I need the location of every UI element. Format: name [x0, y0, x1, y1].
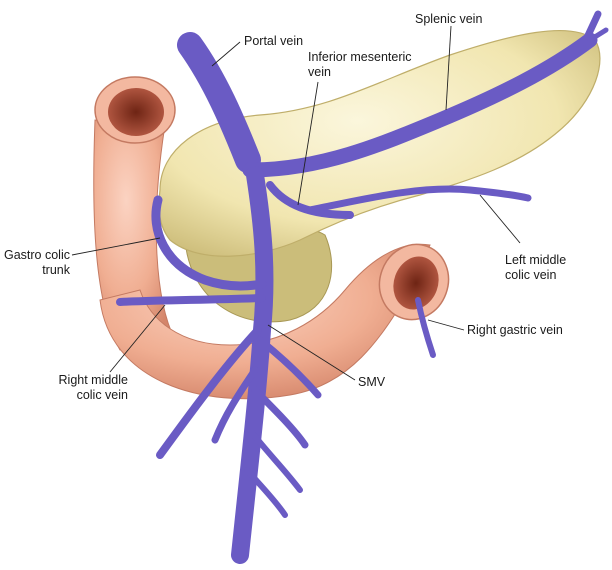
right-gastric-vessel [415, 297, 436, 358]
leader-right-middle-colic [109, 304, 166, 373]
leader-smv [267, 324, 356, 381]
smv-branch-right-4 [244, 467, 288, 518]
splenic-vein-vessel [242, 32, 598, 178]
label-smv: SMV [358, 375, 386, 389]
vein-network [116, 10, 609, 564]
left-middle-colic-vessel [306, 185, 532, 214]
smv-vessel [231, 166, 274, 564]
label-right-gastric-vein: Right gastric vein [467, 323, 563, 337]
duodenum-right-lumen [393, 256, 439, 310]
leader-lines [71, 25, 521, 381]
label-inferior-mesenteric-vein: Inferior mesenteric vein [308, 50, 412, 79]
gastrocolic-trunk-vessel [151, 195, 267, 291]
label-splenic-vein: Splenic vein [415, 12, 483, 26]
imv-vessel [266, 181, 354, 219]
duodenum-upper-lumen [108, 88, 164, 136]
leader-splenic-vein [445, 25, 452, 111]
right-middle-colic-vessel [116, 294, 266, 306]
portal-vein-vessel [177, 32, 261, 173]
label-gastro-colic-trunk: Gastro colic trunk [4, 248, 70, 277]
splenic-vein-tip [581, 10, 602, 46]
smv-branch-left-1 [156, 326, 262, 459]
label-right-middle-colic-vein: Right middle colic vein [58, 373, 128, 402]
smv-branch-left-2 [211, 366, 259, 444]
splenic-vein-tip-2 [587, 27, 609, 43]
leader-portal-vein [211, 41, 241, 67]
leader-gastro-colic-trunk [71, 237, 161, 256]
leader-right-gastric [427, 319, 465, 331]
smv-branch-right-1 [256, 336, 322, 399]
label-portal-vein: Portal vein [244, 34, 304, 48]
leader-imv [297, 81, 319, 206]
smv-branch-right-2 [251, 386, 309, 449]
leader-left-middle-colic [479, 194, 521, 244]
label-left-middle-colic-vein: Left middle colic vein [505, 253, 567, 282]
smv-branch-right-3 [247, 427, 303, 493]
